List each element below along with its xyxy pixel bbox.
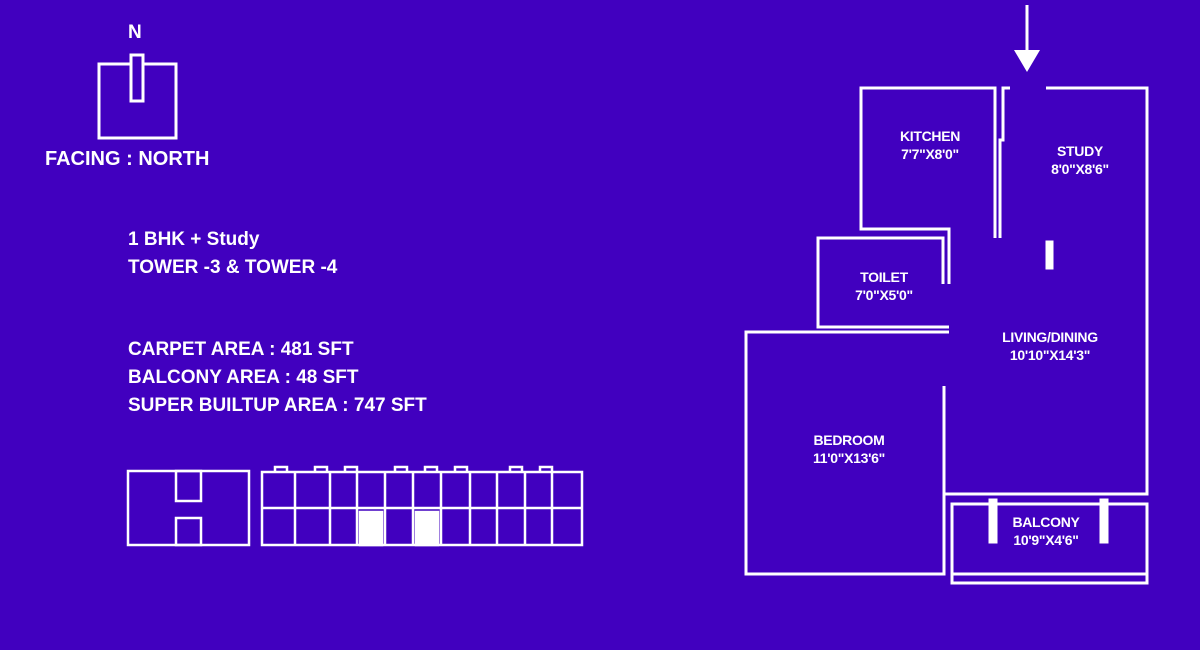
balcony-area: BALCONY AREA : 48 SFT [128, 367, 359, 388]
toilet-name: TOILET [860, 269, 908, 285]
balcony-size: 10'9"X4'6" [1013, 532, 1078, 548]
entry-arrow-icon [1014, 5, 1040, 72]
study-name: STUDY [1057, 143, 1104, 159]
kitchen-size: 7'7"X8'0" [901, 146, 959, 162]
tower-label: TOWER -3 & TOWER -4 [128, 257, 338, 278]
key-plan [126, 465, 584, 547]
kitchen-name: KITCHEN [900, 128, 960, 144]
compass-icon [97, 53, 178, 140]
bedroom-name: BEDROOM [813, 432, 884, 448]
super-builtup-area: SUPER BUILTUP AREA : 747 SFT [128, 395, 427, 416]
carpet-area: CARPET AREA : 481 SFT [128, 339, 354, 360]
study-size: 8'0"X8'6" [1051, 161, 1109, 177]
facing-label: FACING : NORTH [45, 148, 210, 170]
bedroom-size: 11'0"X13'6" [813, 450, 885, 466]
walls [744, 86, 1149, 585]
unit-type: 1 BHK + Study [128, 229, 260, 250]
toilet-size: 7'0"X5'0" [855, 287, 913, 303]
north-label: N [128, 22, 142, 43]
balcony-name: BALCONY [1012, 514, 1080, 530]
living-dining-name: LIVING/DINING [1002, 329, 1098, 345]
living-dining-size: 10'10"X14'3" [1010, 347, 1090, 363]
room-labels: KITCHEN 7'7"X8'0" STUDY 8'0"X8'6" TOILET… [813, 128, 1109, 548]
